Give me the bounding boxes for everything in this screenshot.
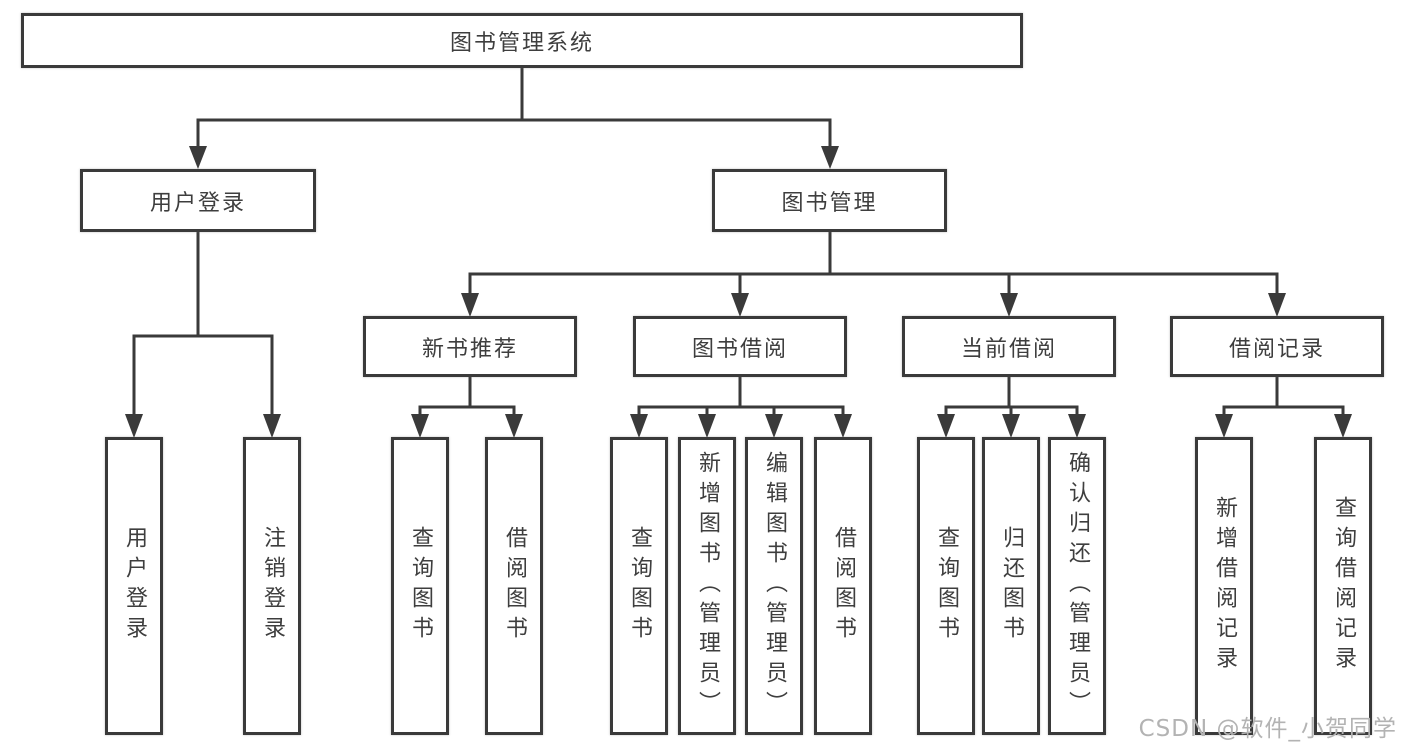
arrowhead-down: [189, 146, 207, 169]
connector-user-login-to-leaves: [125, 230, 281, 438]
node-root-book-management-system: 图书管理系统: [21, 13, 1023, 68]
node-label: 图书借阅: [691, 336, 788, 362]
node-label: 借阅图书: [502, 526, 527, 646]
node-label: 确认归还（管理员）: [1065, 451, 1090, 721]
node-user-login: 用户登录: [80, 169, 316, 232]
leaf-logout: 注销登录: [243, 437, 301, 735]
node-label: 查询图书: [934, 526, 959, 646]
node-label: 查询图书: [408, 526, 433, 646]
arrowhead-down: [630, 414, 648, 438]
node-new-book-recommend: 新书推荐: [363, 316, 577, 377]
node-label: 图书管理系统: [449, 30, 594, 56]
node-label: 新增图书（管理员）: [695, 451, 720, 721]
arrowhead-down: [821, 146, 839, 169]
leaf-current-query-books: 查询图书: [917, 437, 975, 735]
leaf-borrowing-edit-books-admin: 编辑图书（管理员）: [745, 437, 803, 735]
connector-current-borrowing-to-leaves: [937, 376, 1086, 438]
leaf-user-login: 用户登录: [105, 437, 163, 735]
arrowhead-down: [1000, 293, 1018, 317]
arrowhead-down: [1334, 414, 1352, 438]
connector-book-management-to-level3: [461, 230, 1286, 317]
connector-root-to-level2: [189, 66, 839, 169]
node-book-management: 图书管理: [712, 169, 947, 232]
arrowhead-down: [834, 414, 852, 438]
connector-book-borrowing-to-leaves: [630, 376, 852, 438]
arrowhead-down: [765, 414, 783, 438]
arrowhead-down: [125, 414, 143, 438]
arrowhead-down: [698, 414, 716, 438]
leaf-newbook-borrow-books: 借阅图书: [485, 437, 543, 735]
arrowhead-down: [461, 293, 479, 317]
leaf-records-query-borrow-record: 查询借阅记录: [1314, 437, 1372, 735]
arrowhead-down: [731, 293, 749, 317]
node-label: 借阅图书: [831, 526, 856, 646]
arrowhead-down: [937, 414, 955, 438]
node-label: 归还图书: [999, 526, 1024, 646]
node-label: 查询借阅记录: [1331, 496, 1356, 676]
leaf-records-add-borrow-record: 新增借阅记录: [1195, 437, 1253, 735]
node-label: 当前借阅: [960, 336, 1057, 362]
node-label: 查询图书: [627, 526, 652, 646]
arrowhead-down: [1002, 414, 1020, 438]
node-label: 注销登录: [260, 526, 285, 646]
node-label: 编辑图书（管理员）: [762, 451, 787, 721]
node-label: 用户登录: [122, 526, 147, 646]
node-borrowing-records: 借阅记录: [1170, 316, 1384, 377]
leaf-borrowing-add-books-admin: 新增图书（管理员）: [678, 437, 736, 735]
arrowhead-down: [505, 414, 523, 438]
arrowhead-down: [1215, 414, 1233, 438]
arrowhead-down: [411, 414, 429, 438]
connector-new-book-recommend-to-leaves: [411, 376, 523, 438]
node-book-borrowing: 图书借阅: [633, 316, 847, 377]
leaf-borrowing-borrow-books: 借阅图书: [814, 437, 872, 735]
node-label: 图书管理: [781, 190, 878, 216]
arrowhead-down: [1068, 414, 1086, 438]
arrowhead-down: [1268, 293, 1286, 317]
leaf-current-confirm-return-admin: 确认归还（管理员）: [1048, 437, 1106, 735]
csdn-watermark: CSDN @软件_小贺同学: [1138, 716, 1397, 742]
node-label: 借阅记录: [1228, 336, 1325, 362]
leaf-borrowing-query-books: 查询图书: [610, 437, 668, 735]
node-current-borrowing: 当前借阅: [902, 316, 1116, 377]
node-label: 新书推荐: [421, 336, 518, 362]
connector-borrowing-records-to-leaves: [1215, 376, 1352, 438]
leaf-current-return-books: 归还图书: [982, 437, 1040, 735]
node-label: 用户登录: [149, 190, 246, 216]
leaf-newbook-query-books: 查询图书: [391, 437, 449, 735]
arrowhead-down: [263, 414, 281, 438]
node-label: 新增借阅记录: [1212, 496, 1237, 676]
